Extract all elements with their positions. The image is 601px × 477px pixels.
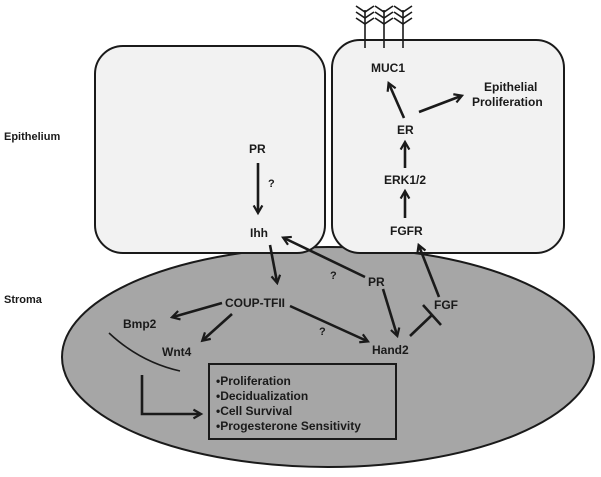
node-fgf: FGF bbox=[434, 298, 458, 312]
arrow-fgf-to-fgfr bbox=[416, 242, 441, 298]
outcome-item: •Cell Survival bbox=[216, 404, 292, 418]
node-coup-tfii: COUP-TFII bbox=[225, 296, 285, 310]
node-fgfr: FGFR bbox=[390, 224, 423, 238]
arrow-er-to-proliferation bbox=[418, 93, 465, 114]
node-epithelial-proliferation-1: Epithelial bbox=[484, 80, 537, 94]
arrow-er-to-muc1 bbox=[386, 80, 406, 119]
inhibition-hand2-fgf bbox=[409, 314, 433, 337]
stroma-label: Stroma bbox=[4, 294, 43, 306]
arrow-ihh-to-coup bbox=[268, 244, 282, 286]
question-mark-pr-ihh: ? bbox=[268, 178, 275, 190]
outcome-item: •Progesterone Sensitivity bbox=[216, 419, 361, 433]
question-mark-coup-hand2: ? bbox=[319, 326, 326, 338]
inhibition-bar bbox=[422, 304, 442, 326]
epithelial-cell-right bbox=[331, 39, 565, 254]
outcome-item: •Decidualization bbox=[216, 389, 308, 403]
arrow-pr-to-hand2 bbox=[381, 288, 401, 339]
node-epithelial-proliferation-2: Proliferation bbox=[472, 95, 543, 109]
arrow-bmp2-wnt4-to-outcomes bbox=[140, 375, 204, 420]
node-bmp2: Bmp2 bbox=[123, 317, 157, 331]
node-ihh: Ihh bbox=[250, 226, 268, 240]
question-mark-pr-stroma-ihh: ? bbox=[330, 270, 337, 282]
arrow-pr-stroma-to-ihh bbox=[281, 235, 366, 279]
arrow-coup-to-hand2 bbox=[289, 304, 370, 344]
arrow-coup-to-bmp2 bbox=[169, 301, 223, 321]
muc1-glycan-icons bbox=[355, 5, 413, 48]
epithelium-label: Epithelium bbox=[4, 131, 60, 143]
node-erk12: ERK1/2 bbox=[384, 173, 426, 187]
epithelial-cell-left bbox=[94, 45, 326, 254]
node-er: ER bbox=[397, 123, 414, 137]
node-wnt4: Wnt4 bbox=[162, 345, 192, 359]
node-pr-epithelium: PR bbox=[249, 142, 266, 156]
outcomes-box bbox=[208, 363, 397, 440]
node-pr-stroma: PR bbox=[368, 275, 385, 289]
outcome-item: •Proliferation bbox=[216, 374, 291, 388]
node-muc1: MUC1 bbox=[371, 61, 405, 75]
bmp2-wnt4-curve bbox=[108, 332, 181, 372]
arrow-coup-to-wnt4 bbox=[200, 313, 233, 343]
node-hand2: Hand2 bbox=[372, 343, 409, 357]
